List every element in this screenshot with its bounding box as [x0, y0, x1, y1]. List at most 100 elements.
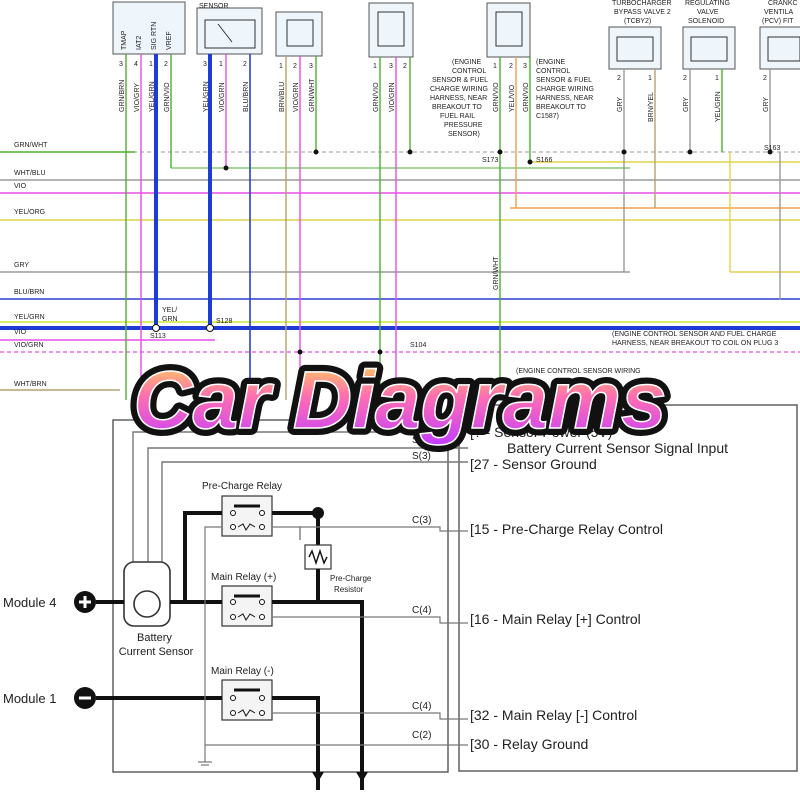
vertical-wire-labels: GRN/BRN VIO/GRY YEL/GRN GRN/VIO YEL/GRN … — [119, 78, 770, 290]
minus-terminal-icon — [74, 687, 96, 709]
svg-text:S104: S104 — [410, 342, 426, 349]
svg-text:1: 1 — [715, 75, 719, 82]
svg-text:2: 2 — [243, 61, 247, 68]
svg-text:4: 4 — [134, 61, 138, 68]
svg-text:S173: S173 — [482, 157, 498, 164]
svg-text:YEL/VIO: YEL/VIO — [509, 84, 516, 112]
battery-current-sensor — [123, 561, 171, 627]
junction-dots — [152, 149, 773, 355]
svg-text:YEL/GRN: YEL/GRN — [149, 81, 156, 112]
pin-label-tmap: TMAP — [121, 30, 128, 50]
svg-text:3: 3 — [389, 63, 393, 70]
pin-label-iat2: IAT2 — [136, 36, 143, 50]
svg-text:2: 2 — [509, 63, 513, 70]
crank-label: CRANKC VENTILA (PCV) FIT — [762, 0, 800, 25]
svg-text:S166: S166 — [536, 157, 552, 164]
svg-text:YEL/: YEL/ — [162, 307, 177, 314]
svg-text:2: 2 — [164, 61, 168, 68]
svg-text:VIO/GRN: VIO/GRN — [389, 82, 396, 112]
svg-text:VIO/GRN: VIO/GRN — [293, 82, 300, 112]
svg-text:GRN/VIO: GRN/VIO — [373, 82, 380, 112]
battery-module-frame — [112, 419, 449, 773]
svg-text:GRY: GRY — [763, 97, 770, 112]
sensor-label: SENSOR — [199, 3, 229, 10]
pin-label-vref: VREF — [166, 31, 173, 50]
pre-charge-resistor-label: Pre-Charge Resistor — [330, 574, 374, 594]
module4-label: Module 4 — [3, 595, 56, 610]
pin-main-relay-neg: [32 - Main Relay [-] Control — [470, 707, 637, 723]
svg-text:1: 1 — [149, 61, 153, 68]
svg-text:GRY: GRY — [14, 262, 29, 269]
svg-text:1: 1 — [648, 75, 652, 82]
svg-text:GRN/VIO: GRN/VIO — [493, 82, 500, 112]
pre-charge-relay-label: Pre-Charge Relay — [202, 481, 282, 492]
note-c1587: (ENGINE CONTROL SENSOR & FUEL CHARGE WIR… — [536, 59, 596, 120]
svg-text:VIO/GRN: VIO/GRN — [219, 82, 226, 112]
svg-text:YEL/GRN: YEL/GRN — [14, 314, 45, 321]
ecu-frame — [458, 404, 798, 772]
main-relay-pos-label: Main Relay (+) — [211, 572, 276, 583]
note-coil-plug: (ENGINE CONTROL SENSOR AND FUEL CHARGE — [612, 331, 777, 338]
pin-numbers: 3 4 1 2 3 1 2 1 2 3 1 3 2 1 2 3 2 1 2 1 … — [119, 61, 767, 82]
svg-text:GRY: GRY — [683, 97, 690, 112]
svg-text:C(4): C(4) — [412, 605, 431, 616]
svg-text:BLU/BRN: BLU/BRN — [243, 82, 250, 112]
svg-text:S128: S128 — [216, 318, 232, 325]
svg-text:VIO/GRY: VIO/GRY — [134, 83, 141, 112]
svg-text:1: 1 — [373, 63, 377, 70]
pin-sensor-ground: [27 - Sensor Ground — [470, 456, 597, 472]
pin-label-sig-rtn: SIG RTN — [151, 22, 158, 50]
svg-text:1: 1 — [219, 61, 223, 68]
svg-text:GRN/WHT: GRN/WHT — [309, 78, 316, 112]
note-sensor-wiring: (ENGINE CONTROL SENSOR WIRING — [516, 368, 641, 375]
svg-text:BRN/BLU: BRN/BLU — [279, 82, 286, 112]
svg-text:3: 3 — [119, 61, 123, 68]
svg-text:S(4): S(4) — [412, 435, 431, 446]
svg-text:3: 3 — [309, 63, 313, 70]
svg-text:2: 2 — [763, 75, 767, 82]
svg-text:C(3): C(3) — [412, 515, 431, 526]
svg-text:BLU/BRN: BLU/BRN — [14, 289, 44, 296]
svg-text:2: 2 — [403, 63, 407, 70]
svg-text:VIO/GRN: VIO/GRN — [14, 342, 44, 349]
sensor-box — [196, 7, 263, 55]
svg-text:2: 2 — [293, 63, 297, 70]
svg-text:GRN/VIO: GRN/VIO — [164, 82, 171, 112]
svg-text:YEL/GRN: YEL/GRN — [203, 81, 210, 112]
title-overlay: Car Diagrams Car Diagrams — [126, 348, 673, 453]
svg-text:2: 2 — [683, 75, 687, 82]
crank-box — [759, 26, 800, 70]
pin-signal-input: Battery Current Sensor Signal Input — [507, 440, 728, 456]
regulating-label: REGULATING VALVE SOLENOID — [685, 0, 732, 25]
top-wiring-section: SENSOR TURBOCHARGER BYPASS VALVE 2 (TCBY… — [0, 0, 800, 400]
pin-main-relay-pos: [16 - Main Relay [+] Control — [470, 611, 641, 627]
note-fuel-rail: (ENGINE CONTROL SENSOR & FUEL CHARGE WIR… — [430, 59, 490, 138]
svg-text:2: 2 — [617, 75, 621, 82]
pre-charge-resistor — [304, 544, 332, 570]
pin-relay-ground: [30 - Relay Ground — [470, 736, 588, 752]
title-shadow: Car Diagrams — [133, 355, 666, 446]
page-title: Car Diagrams — [133, 355, 666, 446]
turbo-box — [608, 26, 662, 70]
svg-text:S163: S163 — [764, 145, 780, 152]
svg-text:WHT/BRN: WHT/BRN — [14, 381, 47, 388]
svg-text:VIO: VIO — [14, 329, 27, 336]
svg-text:WHT/BLU: WHT/BLU — [14, 170, 46, 177]
component-box-3 — [275, 11, 323, 57]
pin-pre-charge-control: [15 - Pre-Charge Relay Control — [470, 521, 663, 537]
tmap-sensor-box — [112, 1, 186, 55]
svg-text:VIO: VIO — [14, 183, 27, 190]
main-relay-positive — [221, 585, 273, 627]
horizontal-wires — [0, 151, 800, 391]
svg-text:S113: S113 — [150, 333, 166, 340]
svg-text:S(3): S(3) — [412, 451, 431, 462]
regulating-box — [682, 26, 736, 70]
svg-text:GRY: GRY — [617, 97, 624, 112]
plus-terminal-icon — [74, 591, 96, 613]
battery-sensor-label: Battery Current Sensor — [119, 632, 194, 658]
bottom-schematic: Battery Current Sensor Module 4 Module 1… — [3, 404, 798, 790]
main-relay-neg-label: Main Relay (-) — [211, 666, 274, 677]
svg-text:BRN/YEL: BRN/YEL — [648, 92, 655, 122]
svg-text:C(4): C(4) — [412, 701, 431, 712]
